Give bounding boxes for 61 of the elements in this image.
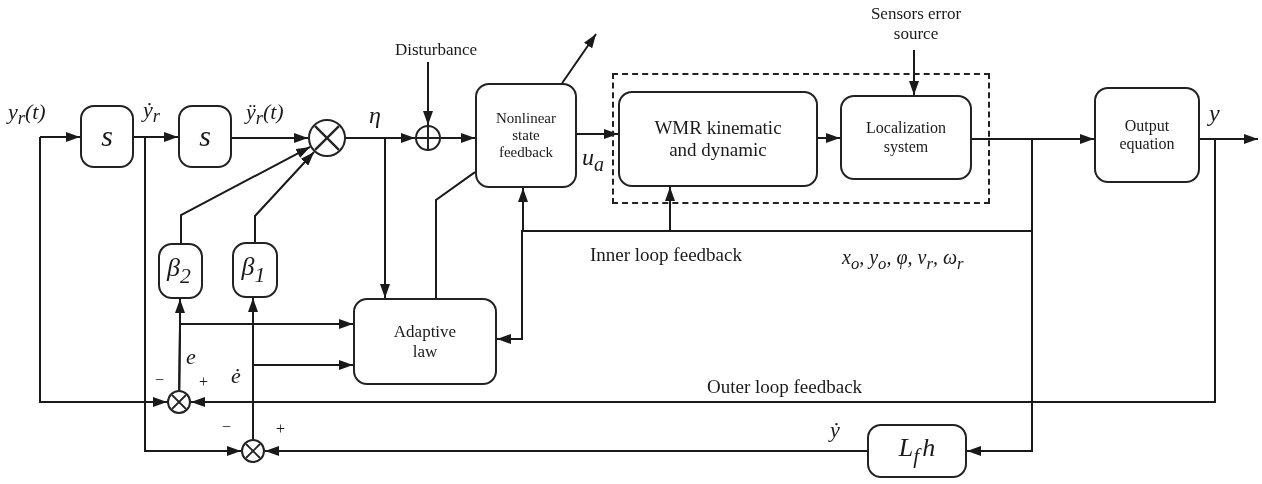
summing-junction — [415, 125, 441, 151]
block-box — [80, 105, 134, 168]
sign-label: − — [222, 419, 232, 435]
block-label: WMR kinematic and dynamic — [653, 117, 783, 161]
multiplier-junction — [241, 439, 265, 463]
arrow — [254, 151, 316, 243]
block-label: Adaptive law — [392, 321, 458, 362]
arrow — [231, 133, 309, 143]
signal-label: e — [186, 346, 196, 368]
block-box — [178, 105, 232, 168]
signal-label: u$_{a}$ — [582, 145, 604, 174]
signal-label: x$_{o}$, y$_{o}$, φ, v$_{r}$, ω$_{r}$ — [842, 247, 964, 273]
signal-label: ė — [231, 365, 241, 387]
connector-line — [435, 171, 476, 299]
block-label: L$_{f}$h — [898, 433, 936, 469]
block-box — [618, 91, 818, 187]
arrow — [966, 138, 1033, 456]
block-box — [475, 83, 577, 188]
block-label: Localization system — [865, 119, 947, 156]
dashed-group-box — [612, 73, 990, 204]
arrow — [817, 133, 841, 143]
annotation-text: Sensors error source — [869, 4, 963, 44]
signal-label: ÿ$_{r}$(t) — [246, 101, 284, 128]
arrow — [252, 360, 354, 440]
block-label: β$_{1}$ — [241, 252, 267, 288]
signal-label: ẏ — [830, 419, 840, 441]
annotation-text: Disturbance — [394, 40, 478, 60]
block-box — [158, 243, 203, 299]
annotation-text: Inner loop feedback — [590, 245, 742, 264]
arrow — [909, 49, 919, 96]
block-label: s — [199, 119, 211, 154]
multiplier-junction — [308, 119, 346, 157]
sign-label: + — [199, 374, 209, 390]
annotation-text: Outer loop feedback — [707, 377, 863, 396]
block-label: Output equation — [1118, 116, 1176, 154]
arrow — [345, 137, 390, 299]
block-box — [1094, 87, 1200, 183]
sign-label: + — [276, 421, 286, 437]
signal-label: ẏ$_{r}$ — [143, 99, 160, 126]
block-box — [867, 424, 967, 478]
block-label: Nonlinear state feedback — [495, 109, 557, 162]
arrow — [264, 446, 868, 456]
arrow — [178, 319, 354, 391]
signal-label: y — [1209, 101, 1220, 125]
block-label: s — [101, 119, 113, 154]
block-box — [232, 242, 278, 298]
sign-label: − — [155, 372, 165, 388]
arrow — [180, 145, 312, 244]
block-box — [840, 95, 972, 180]
arrow — [440, 133, 476, 143]
arrow — [190, 138, 1216, 407]
signal-label: η — [369, 103, 381, 127]
arrow — [561, 33, 597, 84]
arrow — [39, 132, 81, 142]
arrow — [39, 136, 168, 407]
block-label: β$_{2}$ — [167, 253, 192, 289]
signal-label: y$_{r}$(t) — [8, 101, 46, 128]
arrow — [423, 61, 433, 126]
block-box — [353, 298, 497, 385]
multiplier-junction — [167, 390, 191, 414]
arrow — [576, 129, 619, 139]
